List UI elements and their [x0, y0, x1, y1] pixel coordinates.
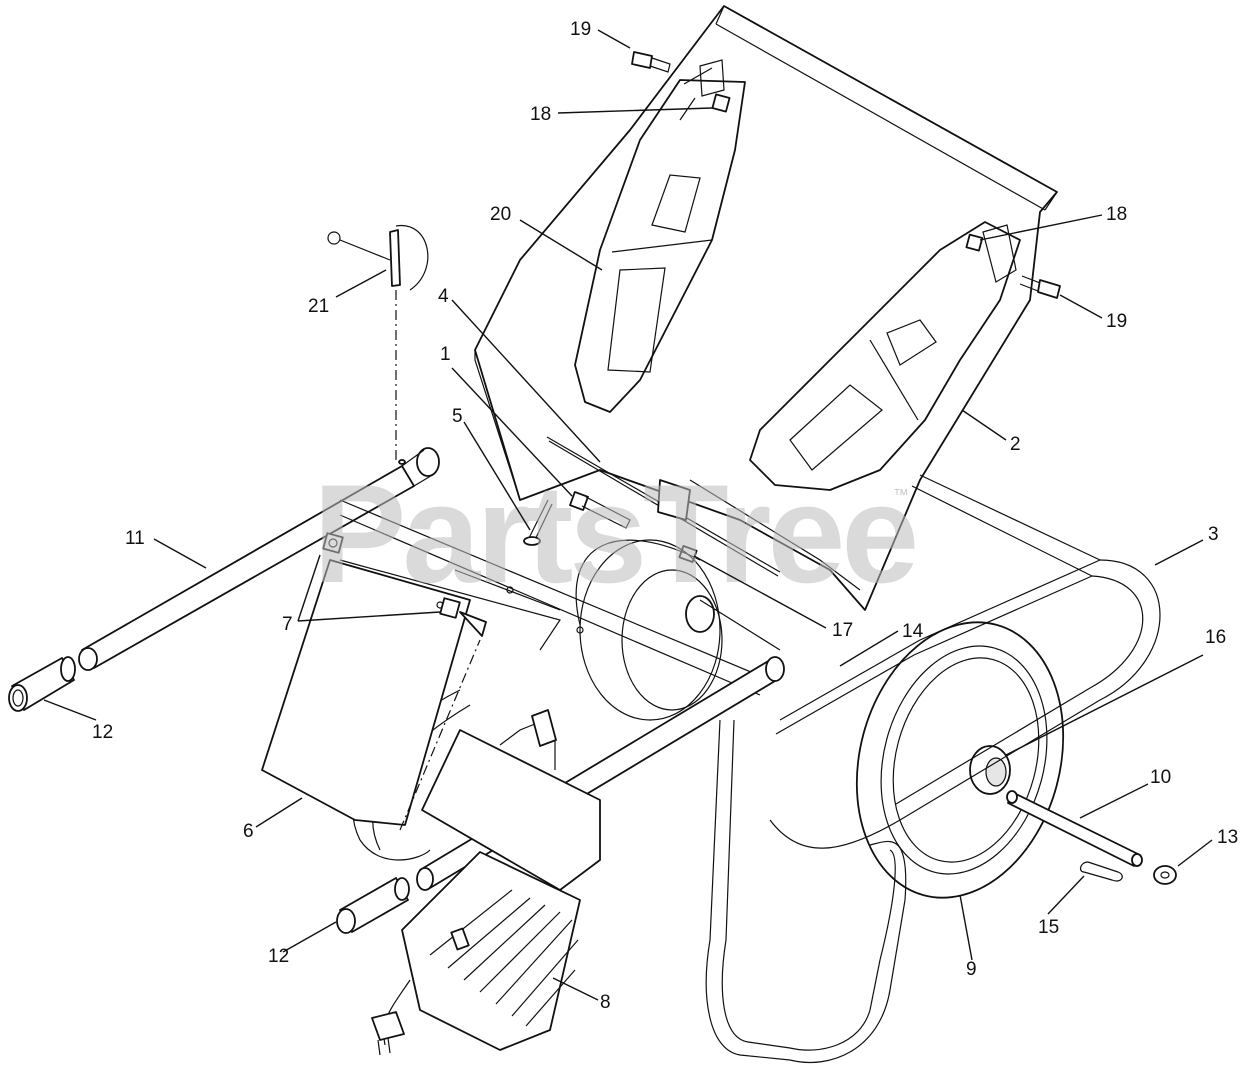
guard-plate: [261, 559, 584, 831]
callout-19: 19: [1106, 311, 1127, 332]
bolt-top-left: [631, 51, 671, 73]
callout-1: 1: [440, 344, 451, 365]
flange-bolt: [322, 532, 487, 637]
callout-4: 4: [438, 286, 449, 307]
callout-9: 9: [966, 959, 977, 980]
callout-3: 3: [1208, 524, 1219, 545]
right-side-panel: [749, 221, 1021, 491]
nut-top-left: [711, 93, 731, 113]
callout-2: 2: [1010, 434, 1021, 455]
leader-lines: [43, 29, 1213, 1001]
bolt: [569, 491, 631, 529]
grip-left: [8, 656, 76, 712]
callout-5: 5: [452, 406, 463, 427]
impeller-drum: [575, 539, 781, 721]
watermark: PartsTree: [313, 455, 915, 612]
motor: [371, 709, 601, 1056]
callout-15: 15: [1038, 917, 1059, 938]
hopper-chute: [474, 5, 1058, 611]
callout-11: 11: [125, 528, 145, 549]
callout-16: 16: [1205, 627, 1226, 648]
trademark-symbol: ™: [893, 487, 909, 504]
callout-17: 17: [832, 620, 853, 641]
callout-18: 18: [530, 104, 551, 125]
left-side-panel: [574, 59, 746, 413]
callout-14: 14: [902, 621, 924, 642]
callout-6: 6: [243, 821, 254, 842]
nut-top-right: [965, 233, 984, 252]
callout-19: 19: [570, 19, 591, 40]
callout-7: 7: [282, 614, 293, 635]
callout-13: 13: [1217, 827, 1238, 848]
grip-right: [336, 877, 410, 934]
square-tab: [657, 479, 691, 521]
carriage-bolt: [523, 499, 553, 546]
callout-labels: 19 18 20 18 19 21 4 1 5 2 3 11 7 17 14 1…: [92, 19, 1238, 1013]
hairpin-cotter: [1079, 861, 1123, 882]
wheel: [855, 621, 1065, 899]
callout-18: 18: [1106, 204, 1127, 225]
callout-12: 12: [268, 946, 289, 967]
callout-8: 8: [600, 992, 611, 1013]
handle-tube: [78, 447, 440, 671]
callout-10: 10: [1150, 767, 1171, 788]
bolt-top-right: [1019, 275, 1061, 299]
axle: [1006, 790, 1143, 867]
hitch-pin: [327, 225, 429, 460]
callout-12: 12: [92, 722, 113, 743]
callout-20: 20: [490, 204, 511, 225]
washer: [1153, 865, 1177, 885]
callout-21: 21: [308, 296, 329, 317]
